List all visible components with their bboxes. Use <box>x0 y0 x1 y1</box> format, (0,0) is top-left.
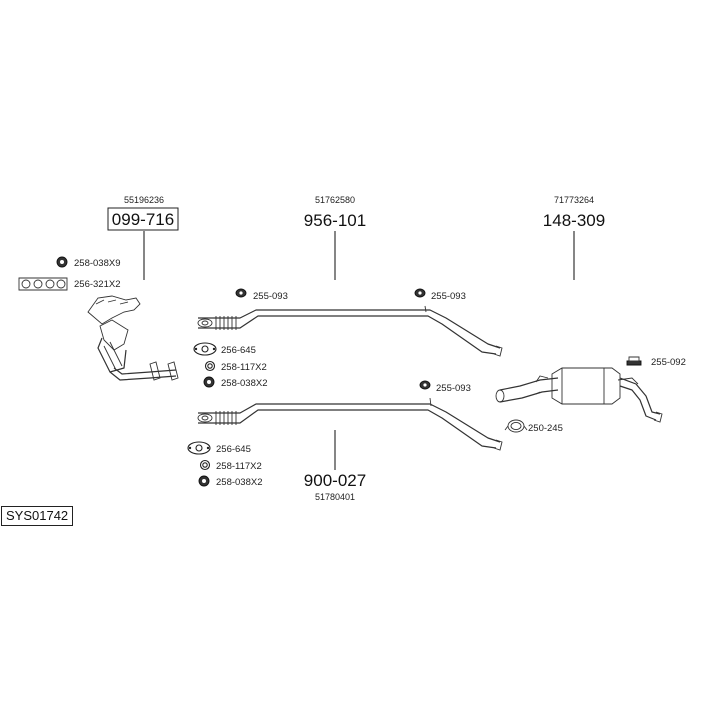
oem-ref-51780401: 51780401 <box>315 492 355 502</box>
sealing-ring-icon <box>199 459 211 471</box>
flange-gasket-icon <box>193 342 217 356</box>
part-number-900-027[interactable]: 900-027 <box>304 471 366 490</box>
part-number-148-309[interactable]: 148-309 <box>543 211 605 230</box>
hanger-icon <box>414 288 426 298</box>
nut-icon <box>198 475 210 487</box>
label-258-038X2-b[interactable]: 258-038X2 <box>216 477 262 488</box>
sealing-ring-icon <box>204 360 216 372</box>
label-255-092[interactable]: 255-092 <box>651 357 686 368</box>
label-258-117X2-a[interactable]: 258-117X2 <box>221 362 267 373</box>
part-number-099-716[interactable]: 099-716 <box>112 210 174 229</box>
label-256-645-a[interactable]: 256-645 <box>221 345 256 356</box>
label-250-245[interactable]: 250-245 <box>528 423 563 434</box>
hanger-icon <box>235 288 247 298</box>
part-number-box <box>107 207 179 231</box>
nut-icon <box>56 256 68 268</box>
label-255-093-b[interactable]: 255-093 <box>431 291 466 302</box>
label-256-321X2[interactable]: 256-321X2 <box>74 279 120 290</box>
flange-gasket-icon <box>187 441 211 455</box>
hanger-icon <box>626 356 642 366</box>
label-256-645-b[interactable]: 256-645 <box>216 444 251 455</box>
rear-silencer-drawing <box>495 367 663 423</box>
oem-ref-71773264: 71773264 <box>554 195 594 205</box>
label-255-093-c[interactable]: 255-093 <box>436 383 471 394</box>
part-number-956-101[interactable]: 956-101 <box>304 211 366 230</box>
label-255-093-a[interactable]: 255-093 <box>253 291 288 302</box>
hanger-icon <box>419 380 431 390</box>
clamp-icon <box>504 419 528 433</box>
label-258-038X9[interactable]: 258-038X9 <box>74 258 120 269</box>
manifold-catalytic-converter-drawing <box>87 295 179 381</box>
system-code-label: SYS01742 <box>1 506 74 526</box>
front-pipe-lower-drawing <box>197 397 503 451</box>
oem-ref-51762580: 51762580 <box>315 195 355 205</box>
nut-icon <box>203 376 215 388</box>
front-pipe-upper-drawing <box>197 305 503 357</box>
label-258-117X2-b[interactable]: 258-117X2 <box>216 461 262 472</box>
manifold-gasket-icon <box>18 277 68 291</box>
oem-ref-55196236: 55196236 <box>124 195 164 205</box>
label-258-038X2-a[interactable]: 258-038X2 <box>221 378 267 389</box>
